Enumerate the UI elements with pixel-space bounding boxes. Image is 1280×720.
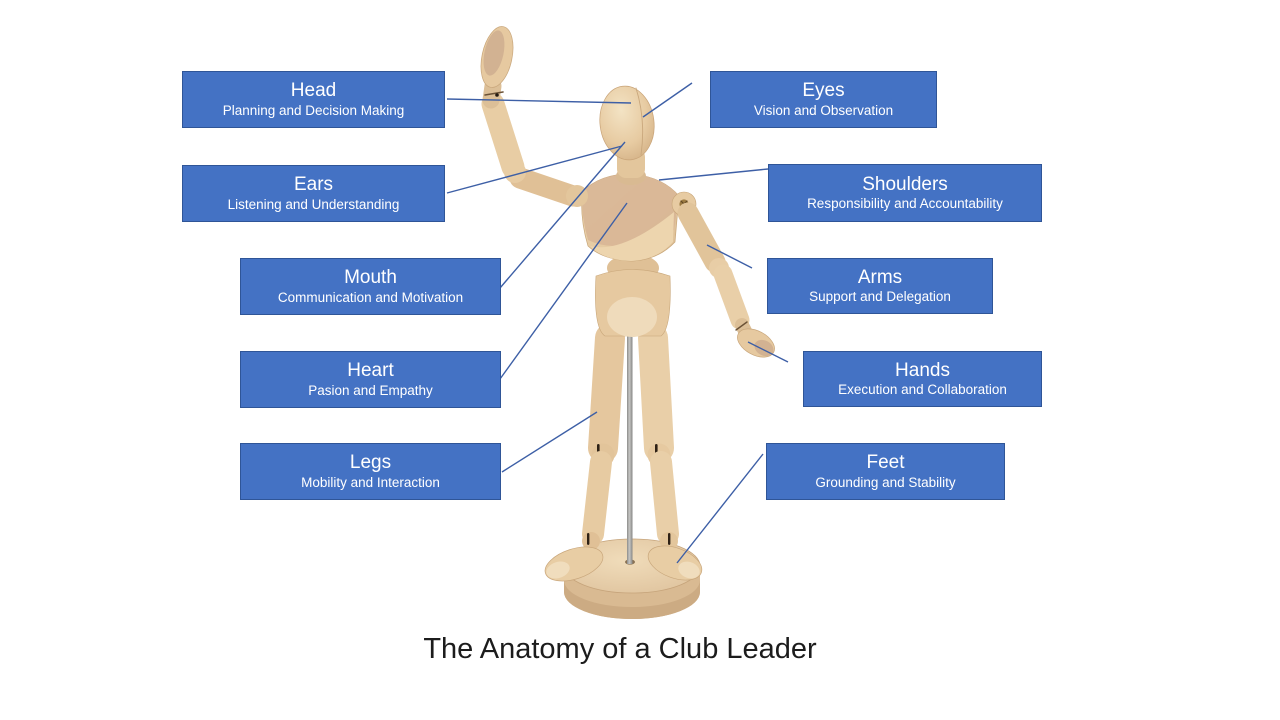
label-part-name: Heart bbox=[347, 360, 394, 382]
mannequin-head bbox=[599, 85, 655, 185]
stand-pole bbox=[627, 302, 633, 564]
label-meaning: Mobility and Interaction bbox=[301, 474, 440, 490]
connector-legs bbox=[501, 411, 598, 473]
label-part-name: Eyes bbox=[802, 80, 845, 102]
connector-head bbox=[446, 98, 632, 104]
connector-shoulders bbox=[658, 168, 769, 181]
mannequin-hips bbox=[595, 254, 671, 337]
connector-lines bbox=[446, 82, 789, 564]
label-meaning: Support and Delegation bbox=[809, 289, 951, 305]
label-part-name: Mouth bbox=[344, 267, 397, 289]
label-part-name: Shoulders bbox=[862, 173, 948, 195]
label-part-name: Arms bbox=[857, 266, 903, 288]
connector-heart bbox=[499, 202, 628, 380]
label-box-arms: Arms Support and Delegation bbox=[767, 258, 993, 314]
label-meaning: Vision and Observation bbox=[753, 102, 894, 118]
label-box-legs: Legs Mobility and Interaction bbox=[240, 443, 501, 500]
label-box-hands: Hands Execution and Collaboration bbox=[803, 351, 1042, 407]
mannequin-right-arm bbox=[677, 202, 775, 358]
connector-ears bbox=[446, 145, 623, 194]
mannequin-left-arm bbox=[480, 26, 584, 207]
label-box-ears: Ears Listening and Understanding bbox=[182, 165, 445, 222]
slide-title: The Anatomy of a Club Leader bbox=[423, 633, 817, 665]
label-part-name: Ears bbox=[293, 174, 334, 196]
connector-arms bbox=[706, 244, 753, 269]
label-meaning: Planning and Decision Making bbox=[222, 102, 405, 118]
label-meaning: Responsibility and Accountability bbox=[807, 196, 1003, 212]
label-box-feet: Feet Grounding and Stability bbox=[766, 443, 1005, 500]
label-part-name: Hands bbox=[895, 359, 950, 381]
label-part-name: Feet bbox=[866, 452, 905, 474]
label-box-heart: Heart Pasion and Empathy bbox=[240, 351, 501, 408]
connector-mouth bbox=[499, 141, 626, 289]
connector-eyes bbox=[642, 82, 693, 118]
mannequin-body bbox=[480, 26, 775, 582]
mannequin-chest bbox=[566, 173, 697, 262]
label-meaning: Execution and Collaboration bbox=[838, 382, 1007, 398]
label-meaning: Pasion and Empathy bbox=[308, 382, 433, 398]
label-box-shoulders: Shoulders Responsibility and Accountabil… bbox=[768, 164, 1042, 222]
label-part-name: Head bbox=[290, 80, 337, 102]
mannequin-legs bbox=[544, 323, 703, 582]
label-meaning: Listening and Understanding bbox=[227, 196, 400, 212]
label-box-head: Head Planning and Decision Making bbox=[182, 71, 445, 128]
connector-hands bbox=[747, 341, 789, 363]
label-box-mouth: Mouth Communication and Motivation bbox=[240, 258, 501, 315]
label-meaning: Grounding and Stability bbox=[815, 474, 956, 490]
label-meaning: Communication and Motivation bbox=[277, 289, 464, 305]
connector-feet bbox=[676, 453, 764, 564]
label-part-name: Legs bbox=[349, 452, 392, 474]
label-box-eyes: Eyes Vision and Observation bbox=[710, 71, 937, 128]
